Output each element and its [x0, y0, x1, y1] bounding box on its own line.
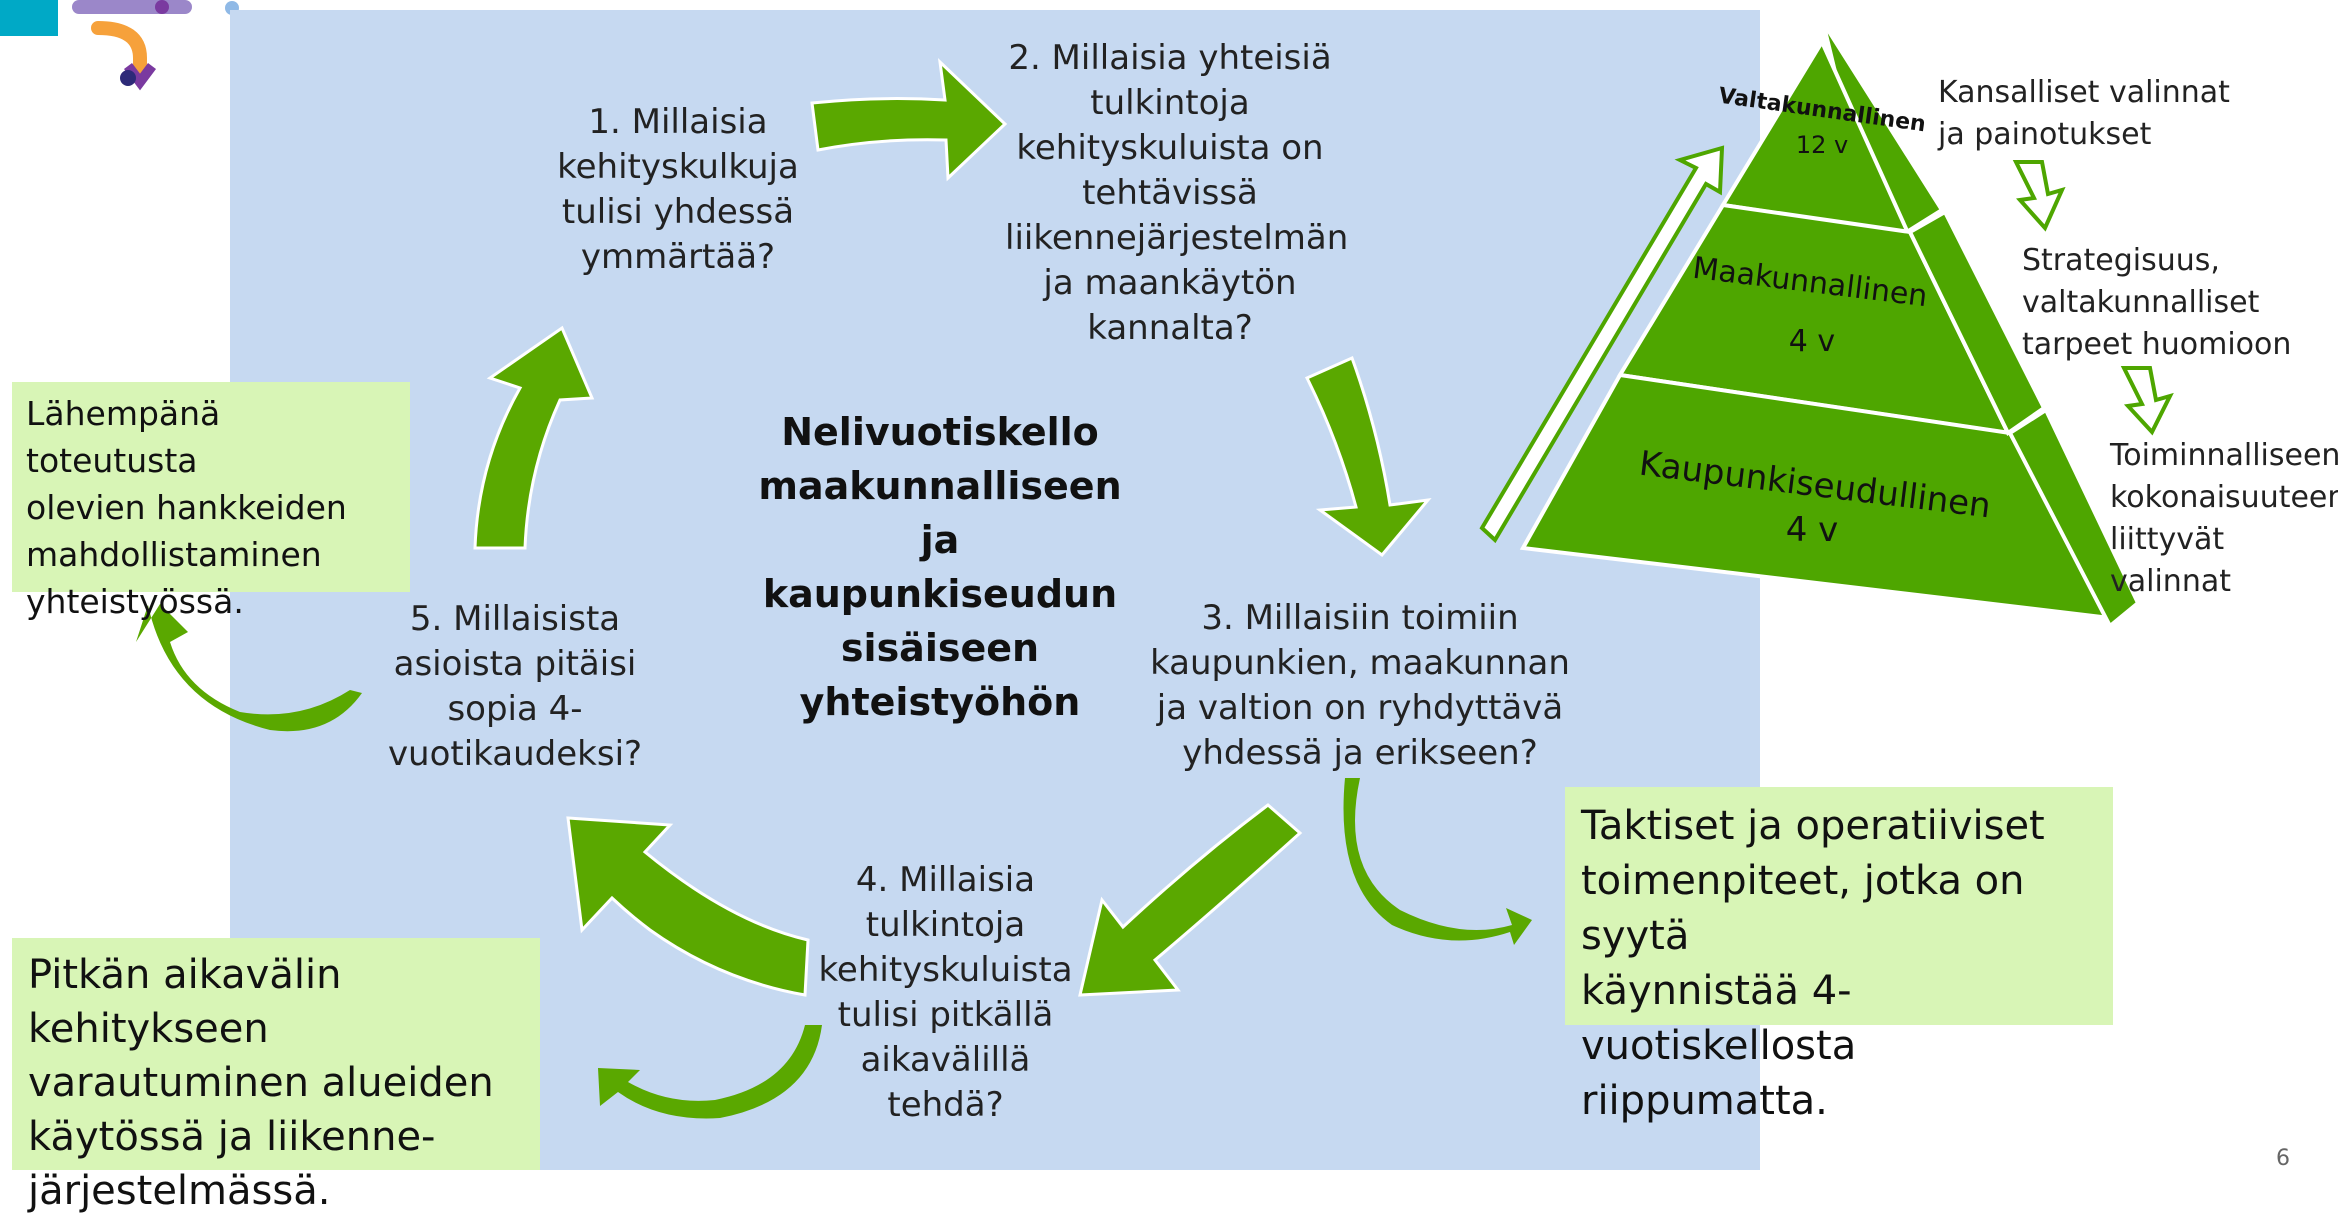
note-functional: Toiminnalliseen kokonaisuuteen liittyvät…	[2110, 438, 2338, 599]
arrow-q1-to-q2	[810, 57, 1008, 182]
pyramid-side-bottom	[2007, 407, 2141, 630]
center-title: Nelivuotiskello maakunnalliseen ja kaupu…	[758, 410, 1122, 724]
arrow-q2-to-q3	[1304, 355, 1432, 558]
cycle-graphics	[136, 20, 2174, 1119]
down-arrow-icon-1	[2012, 160, 2066, 232]
question-1: 1. Millaisia kehityskulkuja tulisi yhdes…	[557, 102, 799, 277]
question-5: 5. Millaisista asioista pitäisi sopia 4-…	[387, 599, 643, 774]
pyramid-mid-period: 4 v	[1788, 324, 1836, 359]
question-2: 2. Millaisia yhteisiä tulkintoja kehitys…	[1005, 38, 1349, 348]
arrow-q5-to-q1	[473, 325, 595, 550]
long-term-box: Pitkän aikavälin kehitykseen varautumine…	[12, 938, 540, 1214]
arrow-q4-to-q5	[566, 816, 810, 997]
question-3: 3. Millaisiin toimiin kaupunkien, maakun…	[1150, 598, 1570, 773]
up-arrow-outline	[1479, 145, 1725, 544]
pyramid-top-period: 12 v	[1795, 131, 1849, 159]
curve-arrow-to-long-term	[598, 1025, 822, 1119]
pyramid-bottom-period: 4 v	[1785, 510, 1839, 550]
note-strategic: Strategisuus, valtakunnalliset tarpeet h…	[2022, 243, 2292, 362]
page-number: 6	[2276, 1146, 2290, 1171]
curve-arrow-to-tactical	[1343, 778, 1532, 945]
pyramid-side-middle	[1907, 209, 2047, 436]
question-4: 4. Millaisia tulkintoja kehityskuluista …	[818, 860, 1073, 1125]
arrow-q3-to-q4	[1078, 803, 1303, 997]
tactical-box: Taktiset ja operatiiviset toimenpiteet, …	[1565, 787, 2113, 1124]
near-term-box: Lähempänä toteutusta olevien hankkeiden …	[12, 382, 410, 621]
down-arrow-icon-2	[2120, 366, 2174, 436]
curve-arrow-to-near-term	[136, 604, 362, 732]
note-national: Kansalliset valinnat ja painotukset	[1938, 75, 2230, 152]
